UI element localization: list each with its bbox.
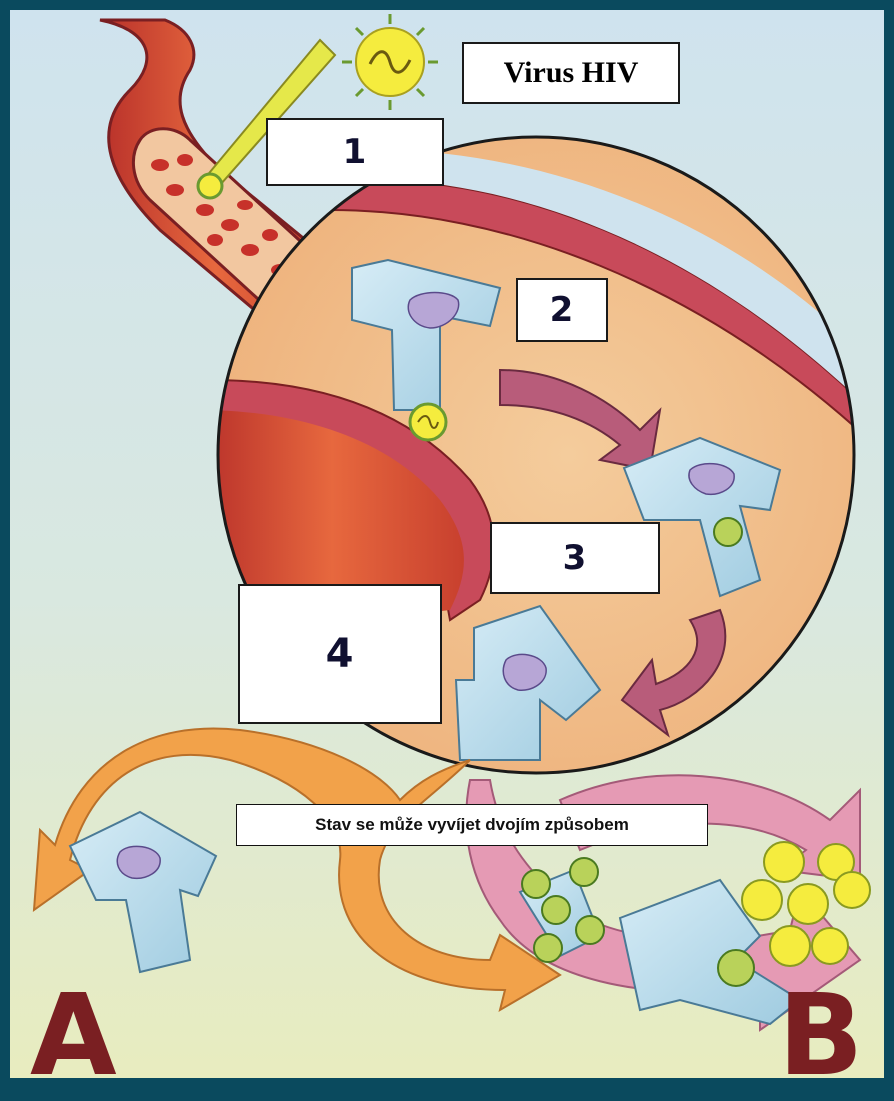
step-2-label: 2 xyxy=(516,278,608,342)
step-2-number: 2 xyxy=(550,290,575,330)
step-1-number: 1 xyxy=(343,132,368,172)
caption-label: Stav se může vyvíjet dvojím způsobem xyxy=(236,804,708,846)
step-1-label: 1 xyxy=(266,118,444,186)
caption-text: Stav se může vyvíjet dvojím způsobem xyxy=(315,815,629,835)
virus-binding-icon xyxy=(410,404,446,440)
outcome-a-letter: A xyxy=(30,980,117,1092)
step-3-label: 3 xyxy=(490,522,660,594)
step-3-number: 3 xyxy=(563,538,588,578)
small-virus-icon xyxy=(198,174,222,198)
virus-icon xyxy=(342,14,438,110)
title-text: Virus HIV xyxy=(504,56,639,90)
title-label: Virus HIV xyxy=(462,42,680,104)
step-4-number: 4 xyxy=(326,631,355,677)
outcome-b-letter: B xyxy=(778,980,863,1092)
step-4-label: 4 xyxy=(238,584,442,724)
